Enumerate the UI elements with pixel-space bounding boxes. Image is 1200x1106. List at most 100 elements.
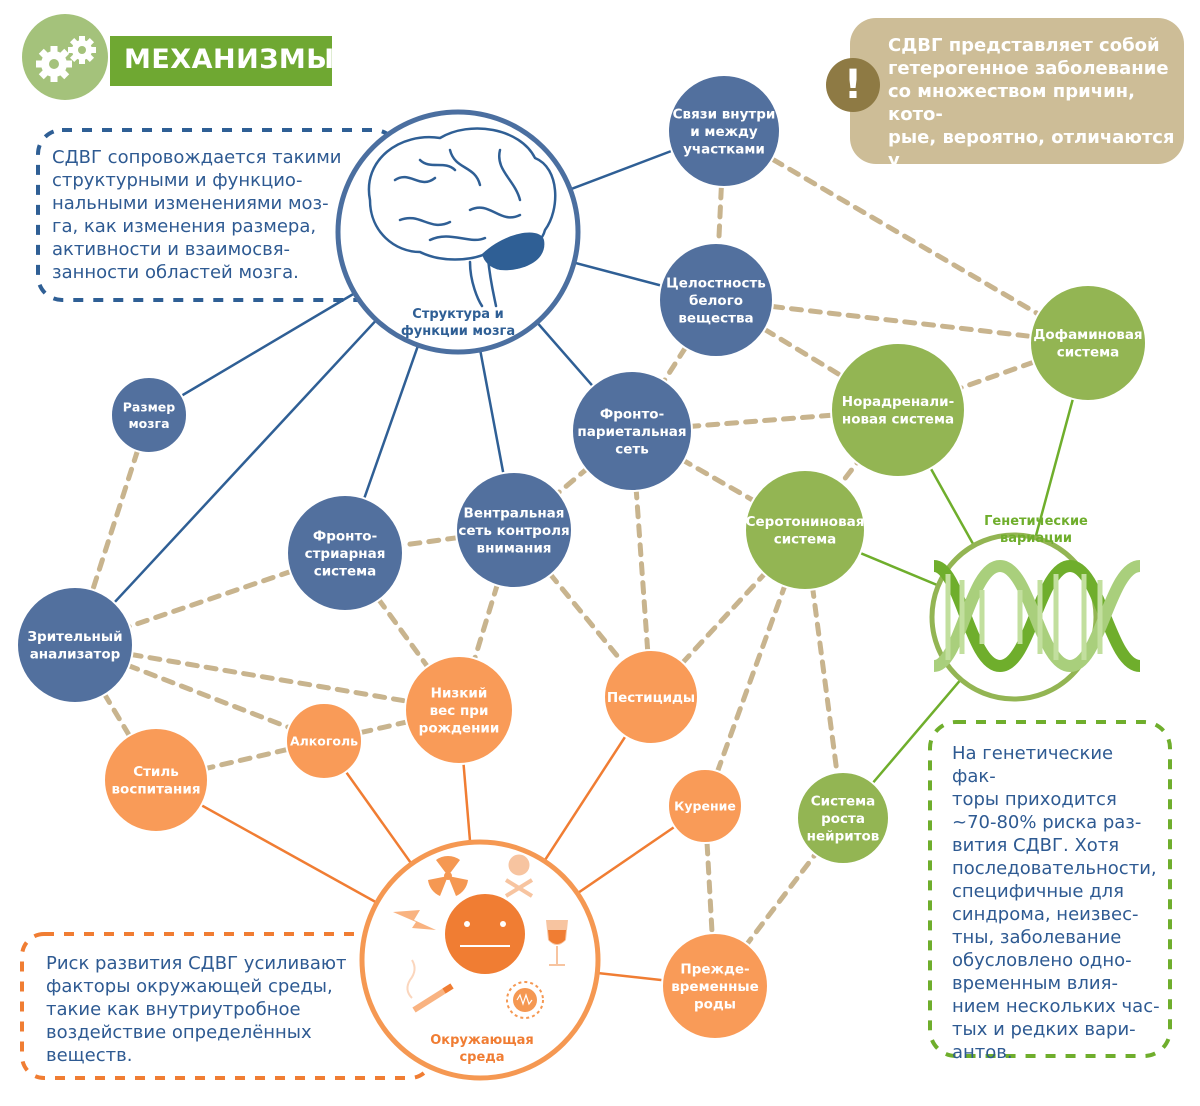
node-label: воспитания [112,782,201,798]
node-pesticides[interactable]: Пестициды [603,649,699,745]
node-label: стриарная [305,546,386,562]
node-circle [455,471,573,589]
note-box [850,18,1184,164]
exclamation-icon: ! [826,58,880,112]
node-label: Зрительный [27,629,122,645]
node-label: нейритов [807,828,880,844]
note-text: СДВГ представляет собой гетерогенное заб… [888,35,1175,194]
node-label: роды [694,996,736,1012]
node-circle [744,469,866,591]
node-label: система [774,532,837,548]
dashed-link-visual-low_weight [72,642,462,713]
node-alcohol[interactable]: Алкоголь [285,702,363,780]
node-circle [661,932,769,1040]
node-visual[interactable]: Зрительный анализатор [16,586,134,704]
node-label: Стиль [133,764,179,780]
brain-hub-label-1: Структура и [412,307,503,322]
genetics-hub[interactable]: Генетические вариации [929,514,1142,702]
node-label: сеть контроля [458,523,569,539]
node-label: белого [689,293,743,309]
node-circle [1029,284,1147,402]
genetics-hub-label-1: Генетические [984,514,1088,529]
node-label: Серотониновая [746,514,865,530]
brain-hub-label-2: функции мозга [401,324,515,339]
environment-callout: Риск развития СДВГ усиливают факторы окр… [46,952,366,1067]
virus-icon [506,981,544,1019]
node-label: Вентральная [464,505,565,521]
node-label: временные [671,979,759,995]
node-brain-size[interactable]: Размер мозга [110,376,188,454]
skull-crossbones-icon [504,854,534,898]
node-label: система [1057,345,1120,361]
gears-icon [36,36,96,82]
node-label: Целостность [666,275,766,291]
node-circle [830,342,966,478]
lightning-icon [393,910,436,930]
node-label: Размер [123,399,176,414]
node-serotonin[interactable]: Серотониновая система [744,469,866,591]
node-label: вещества [678,310,753,326]
node-label: Фронто- [600,406,664,422]
environment-callout-text: Риск развития СДВГ усиливают факторы окр… [46,953,347,1066]
environment-hub-label-2: среда [459,1050,504,1065]
node-circle [658,242,774,358]
node-label: Система [811,793,876,809]
node-label: Преждe- [680,961,749,977]
node-circle [286,494,404,612]
brain-callout-frame [36,128,400,302]
environment-hub-label-1: Окружающая [430,1033,534,1048]
environment-hub[interactable]: Окружающая среда [359,839,601,1081]
node-circle [667,74,781,188]
dashed-link-frontoparietal-serotonin [629,428,808,533]
node-parenting[interactable]: Стиль воспитания [103,727,209,833]
node-smoking[interactable]: Курение [667,768,743,844]
header-banner [110,36,332,86]
node-label: Пестициды [607,690,695,706]
node-circle [103,727,209,833]
node-label: и между [690,124,758,140]
node-circle [667,768,743,844]
genetics-callout: На генетические фак- торы приходится ~70… [952,742,1162,1064]
node-label: вес при [430,703,489,719]
node-label: система [314,563,377,579]
node-circle [796,771,890,865]
genetics-hub-label-2: вариации [1000,531,1072,546]
node-label: внимания [477,540,552,556]
node-noradrenaline[interactable]: Норадренали-новая система [830,342,966,478]
header-gears-badge [22,14,108,100]
wine-glass-icon [546,920,568,966]
node-label: Норадренали- [842,394,954,410]
node-label: сеть [615,441,649,457]
brain-callout: СДВГ сопровождается такими структурными … [52,146,352,284]
cerebellum-icon [482,232,545,271]
node-label: Алкоголь [290,734,358,749]
genetics-callout-text: На генетические фак- торы приходится ~70… [952,743,1160,1063]
node-label: Связи внутри [673,106,776,122]
cigarette-icon [406,959,454,1013]
environment-callout-frame [20,932,434,1080]
radiation-icon [428,856,468,896]
node-label: анализатор [30,647,121,663]
node-label: участками [683,141,765,157]
brain-hub[interactable]: Структура и функции мозга [335,109,581,355]
node-label: Дофаминовая [1033,327,1142,343]
dna-helix-icon [932,559,1142,673]
node-label: рождении [419,720,500,736]
neutral-face-icon [445,894,525,974]
node-dopamine[interactable]: Дофаминовая система [1029,284,1147,402]
node-label: Фронто- [313,528,377,544]
dashed-link-white_matter-dopamine [713,297,1091,346]
node-label: Низкий [431,685,488,701]
dashed-link-noradrenaline-dopamine [895,340,1091,413]
node-label: мозга [128,416,169,431]
